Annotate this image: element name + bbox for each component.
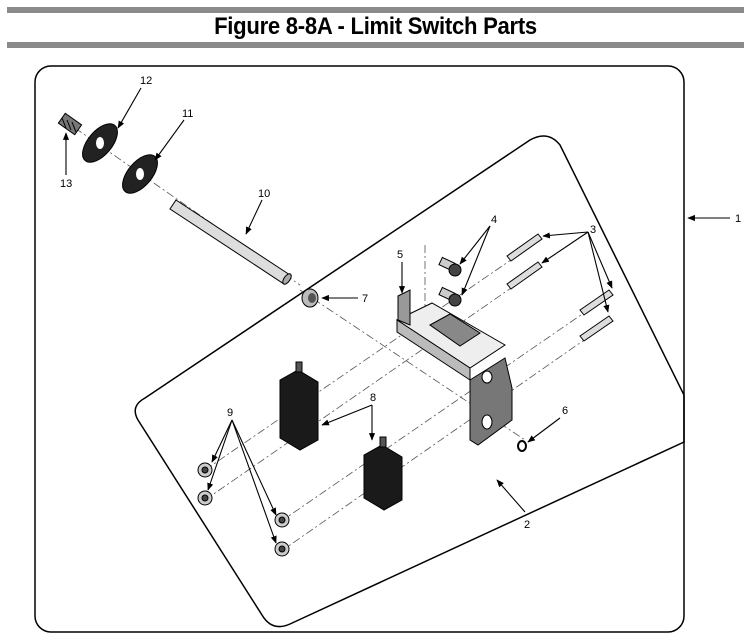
spring-part-13: [57, 112, 83, 136]
figure-title: Figure 8-8A - Limit Switch Parts: [214, 13, 537, 40]
screws-part-4: [438, 256, 462, 307]
encoder-disc-part-11: [122, 154, 158, 194]
callout-7: 7: [362, 293, 368, 305]
assembly-outline: [34, 65, 685, 633]
callout-5: 5: [397, 249, 403, 261]
callout-12: 12: [140, 75, 152, 87]
callout-9: 9: [227, 407, 233, 419]
subassembly-outline: [134, 135, 685, 628]
ring-part-6: [517, 440, 527, 452]
bottom-rule: [7, 42, 744, 48]
bolts-part-3: [506, 233, 614, 342]
callout-11: 11: [182, 108, 193, 120]
center-lines: [74, 127, 611, 553]
callout-1: 1: [735, 213, 741, 225]
bushing-part-7: [301, 288, 319, 308]
shaft-part-10: [169, 199, 292, 285]
nuts-part-9: [197, 462, 290, 557]
callout-10: 10: [258, 188, 270, 200]
encoder-disc-part-12: [82, 123, 118, 163]
callout-3: 3: [590, 224, 596, 236]
leader-arrows: [62, 87, 730, 544]
callout-2: 2: [524, 519, 530, 531]
callout-13: 13: [60, 178, 72, 190]
callout-8: 8: [370, 392, 376, 404]
callout-4: 4: [491, 214, 497, 226]
bracket-part-5: [395, 289, 513, 446]
callout-6: 6: [562, 405, 568, 417]
switches-part-8: [279, 361, 403, 511]
top-rule: [7, 7, 744, 13]
